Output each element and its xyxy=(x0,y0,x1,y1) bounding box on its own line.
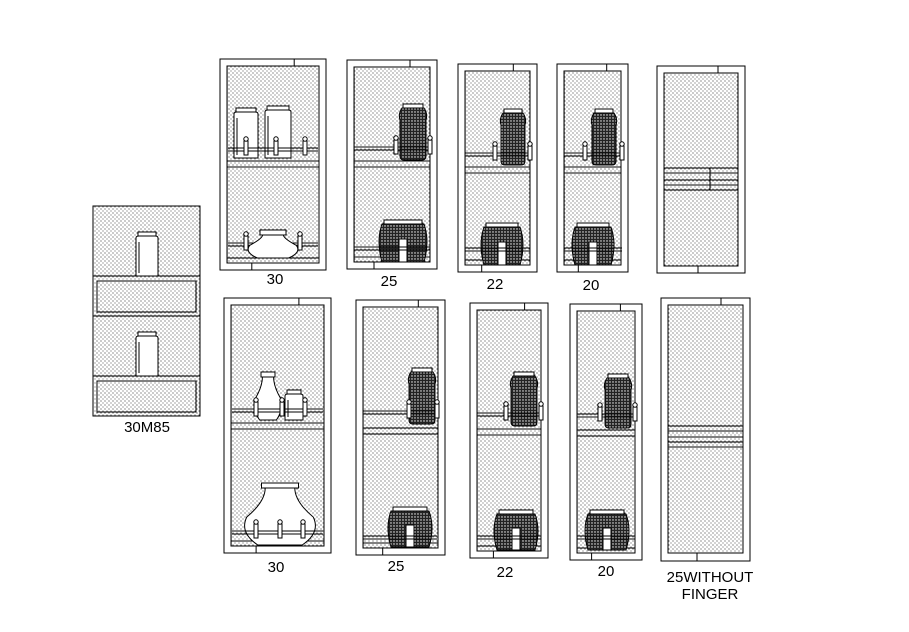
cabinet-top-22 xyxy=(457,63,538,273)
dark-jar-icon xyxy=(407,367,437,425)
label-bottom-20: 20 xyxy=(598,563,615,580)
cabinet-top-20 xyxy=(556,63,629,273)
rail xyxy=(363,535,437,540)
label-bottom-25-without-finger-line1: 25WITHOUT xyxy=(667,569,754,586)
label-bottom-22: 22 xyxy=(497,564,514,581)
label-top-22: 22 xyxy=(487,276,504,293)
wide-dark-jar-icon xyxy=(378,219,428,263)
rail xyxy=(577,402,638,422)
label-bottom-30: 30 xyxy=(268,559,285,576)
label-top-25: 25 xyxy=(381,273,398,290)
rail xyxy=(228,136,318,156)
cabinet-inner xyxy=(663,72,739,267)
glass-jar-icon xyxy=(284,389,304,421)
rail xyxy=(232,397,323,417)
label-bottom-25-without-finger-line2: FINGER xyxy=(682,586,739,603)
dark-jar-icon xyxy=(499,108,527,166)
wide-dark-jar-icon xyxy=(571,222,615,266)
cabinet-inner xyxy=(667,304,744,554)
cabinet-bottom-22 xyxy=(469,302,549,559)
glass-jar-icon xyxy=(233,107,259,159)
rail xyxy=(564,247,622,252)
cabinet-top-30 xyxy=(219,58,327,271)
rail xyxy=(232,519,323,539)
cabinet-top-25 xyxy=(346,59,438,270)
wide-dark-jar-icon xyxy=(387,506,433,548)
cabinet-bottom-25 xyxy=(355,299,446,556)
bottle-icon xyxy=(135,331,159,377)
cabinet-bottom-20 xyxy=(569,303,643,561)
rail xyxy=(477,535,541,540)
label-bottom-25: 25 xyxy=(388,558,405,575)
cabinet-30m85 xyxy=(92,205,201,417)
pot-icon xyxy=(247,229,299,259)
label-top-20: 20 xyxy=(583,277,600,294)
rail xyxy=(577,535,635,540)
rail xyxy=(465,247,530,252)
wide-dark-jar-icon xyxy=(493,509,539,551)
cabinet-top-25-without-finger xyxy=(656,65,746,274)
dark-jar-icon xyxy=(398,103,428,161)
rail xyxy=(465,141,533,161)
cabinet-bottom-25-without-finger xyxy=(660,297,751,562)
wide-dark-jar-icon xyxy=(480,222,524,266)
rail xyxy=(564,141,625,161)
rail xyxy=(477,401,544,421)
dark-jar-icon xyxy=(509,371,539,427)
rail xyxy=(354,246,430,251)
label-30m85: 30M85 xyxy=(124,419,170,436)
bottle-icon xyxy=(135,231,159,277)
dark-jar-icon xyxy=(603,373,633,429)
wide-dark-jar-icon xyxy=(584,509,630,551)
glass-jar-icon xyxy=(264,105,292,159)
cabinet-bottom-30 xyxy=(223,297,332,554)
rail xyxy=(354,135,433,155)
dark-jar-icon xyxy=(590,108,618,166)
label-top-30: 30 xyxy=(267,271,284,288)
rail xyxy=(363,399,440,419)
